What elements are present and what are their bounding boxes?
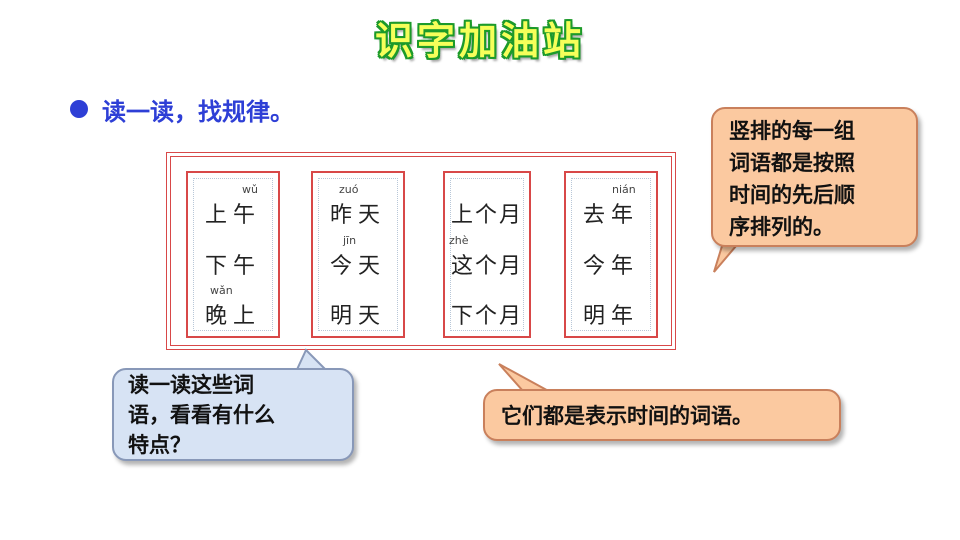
word: 昨天 bbox=[329, 203, 386, 228]
card-dotted-border bbox=[450, 178, 524, 331]
word-row: jīn 今天 bbox=[313, 234, 403, 284]
instruction-line: 读一读，找规律。 bbox=[70, 92, 294, 126]
right-bubble-body: 竖排的每一组 词语都是按照 时间的先后顺 序排列的。 bbox=[729, 115, 855, 243]
bullet-icon bbox=[70, 100, 88, 118]
pinyin: wǔ bbox=[242, 183, 258, 196]
page-title: 识字加油站 bbox=[374, 19, 585, 63]
middle-bubble-text: 它们都是表示时间的词语。 bbox=[501, 404, 753, 428]
word-cards-frame bbox=[166, 152, 676, 350]
word: 今年 bbox=[582, 254, 639, 279]
word: 今天 bbox=[329, 254, 386, 279]
word: 上个月 bbox=[450, 203, 523, 228]
card-dotted-border bbox=[571, 178, 651, 331]
word-row: 上个月 bbox=[445, 183, 529, 233]
left-bubble-line: 语，看看有什么 bbox=[128, 403, 275, 427]
left-bubble-line: 特点？ bbox=[128, 433, 191, 457]
left-speech-bubble: 读一读这些词 语，看看有什么 特点？ bbox=[112, 368, 354, 461]
word-row: wǎn 晚上 bbox=[188, 284, 278, 334]
right-bubble-line: 时间的先后顺 bbox=[729, 183, 855, 207]
word-row: 明天 bbox=[313, 284, 403, 334]
word: 下个月 bbox=[450, 304, 523, 329]
word: 这个月 bbox=[450, 254, 523, 279]
word: 明天 bbox=[329, 304, 386, 329]
pinyin: jīn bbox=[343, 234, 357, 247]
middle-speech-bubble: 它们都是表示时间的词语。 bbox=[483, 389, 841, 441]
word-row: zuó 昨天 bbox=[313, 183, 403, 233]
pinyin: wǎn bbox=[210, 284, 233, 297]
word: 下午 bbox=[204, 254, 261, 279]
word: 上午 bbox=[204, 203, 261, 228]
card-dotted-border bbox=[193, 178, 273, 331]
word-row: 明年 bbox=[566, 284, 656, 334]
pinyin: nián bbox=[612, 183, 636, 196]
word: 晚上 bbox=[204, 304, 261, 329]
left-bubble-line: 读一读这些词 bbox=[128, 373, 254, 397]
word-row: wǔ 上午 bbox=[188, 183, 278, 233]
word-card-2: zuó 昨天 jīn 今天 明天 bbox=[311, 171, 405, 338]
word-row: zhè 这个月 bbox=[445, 234, 529, 284]
word-row: 下个月 bbox=[445, 284, 529, 334]
right-bubble-line: 序排列的。 bbox=[729, 215, 834, 239]
word-row: nián 去年 bbox=[566, 183, 656, 233]
word: 明年 bbox=[582, 304, 639, 329]
word-row: 今年 bbox=[566, 234, 656, 284]
pinyin: zhè bbox=[449, 234, 469, 247]
instruction-text: 读一读，找规律。 bbox=[102, 97, 294, 126]
word-row: 下午 bbox=[188, 234, 278, 284]
left-bubble-body: 读一读这些词 语，看看有什么 特点？ bbox=[128, 370, 275, 460]
pinyin: zuó bbox=[339, 183, 359, 196]
card-dotted-border bbox=[318, 178, 398, 331]
word-card-1: wǔ 上午 下午 wǎn 晚上 bbox=[186, 171, 280, 338]
word: 去年 bbox=[582, 203, 639, 228]
right-speech-bubble: 竖排的每一组 词语都是按照 时间的先后顺 序排列的。 bbox=[711, 107, 918, 247]
right-bubble-line: 词语都是按照 bbox=[729, 151, 855, 175]
word-card-3: 上个月 zhè 这个月 下个月 bbox=[443, 171, 531, 338]
word-card-4: nián 去年 今年 明年 bbox=[564, 171, 658, 338]
right-bubble-line: 竖排的每一组 bbox=[729, 119, 855, 143]
